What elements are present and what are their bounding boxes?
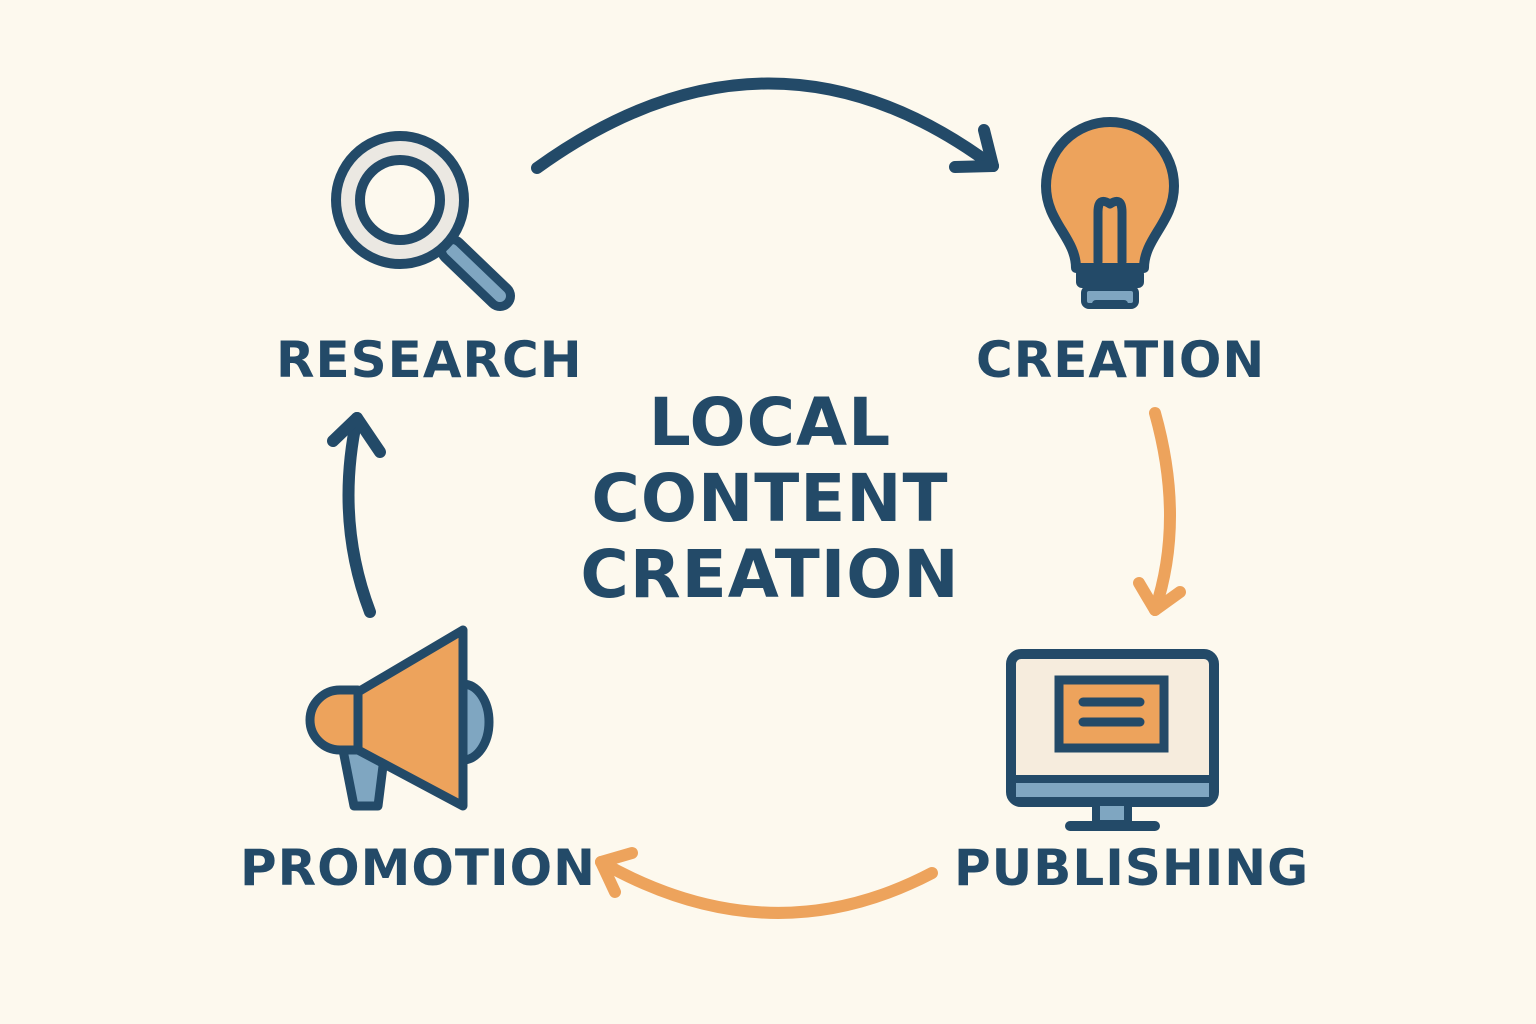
megaphone-icon <box>305 625 494 811</box>
center-title: LOCAL CONTENT CREATION <box>560 385 980 613</box>
stage-label-creation: CREATION <box>976 331 1266 389</box>
stage-label-promotion: PROMOTION <box>240 839 596 897</box>
stage-label-publishing: PUBLISHING <box>954 839 1310 897</box>
arrow-publishing-to-promotion <box>595 847 938 919</box>
computer-monitor-icon <box>1006 649 1219 831</box>
arrow-creation-to-publishing <box>1133 407 1186 616</box>
title-line-1: LOCAL <box>648 384 892 461</box>
stage-label-research: RESEARCH <box>276 331 583 389</box>
light-bulb-icon <box>1041 117 1179 309</box>
title-line-3: CREATION <box>580 536 960 613</box>
arrow-promotion-to-research <box>327 412 386 618</box>
magnifying-glass-icon <box>331 131 515 311</box>
title-line-2: CONTENT <box>591 460 949 537</box>
arrow-research-to-creation <box>531 77 999 174</box>
